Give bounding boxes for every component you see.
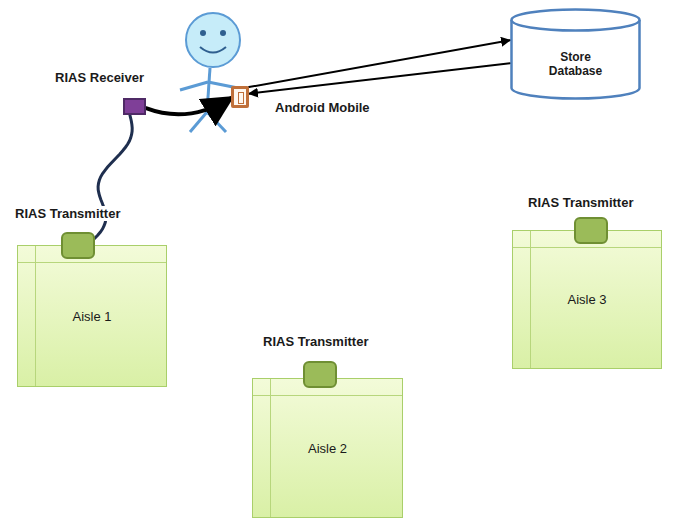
transmitter-device: [61, 232, 95, 259]
shelf-line: [253, 395, 402, 396]
mobile-phone: Android Mobile: [231, 86, 249, 108]
aisle-box: RIAS TransmitterAisle 1: [17, 245, 167, 387]
transmitter-label: RIAS Transmitter: [261, 334, 370, 349]
shelf-line: [270, 379, 271, 517]
transmitter-device: [574, 217, 608, 244]
phone-screen: [238, 92, 244, 104]
transmitter-label: RIAS Transmitter: [526, 195, 635, 210]
shelf-line: [530, 231, 531, 368]
aisle-label: Aisle 1: [72, 309, 111, 324]
aisle-box: RIAS TransmitterAisle 3: [512, 230, 662, 369]
eye: [220, 30, 226, 36]
shelf-line: [513, 247, 661, 248]
transmitter-label: RIAS Transmitter: [13, 206, 122, 221]
database-cylinder: Store Database: [510, 8, 641, 100]
wireless-signal: [88, 115, 133, 245]
transmitter-device: [303, 361, 337, 388]
aisle-label: Aisle 3: [567, 292, 606, 307]
device-label: RIAS Receiver: [53, 70, 146, 85]
leg-line: [207, 112, 226, 132]
body-line: [207, 68, 210, 112]
smile: [200, 47, 226, 53]
device-label: Android Mobile: [273, 100, 372, 115]
aisle-box: RIAS TransmitterAisle 2: [252, 378, 403, 518]
aisle-label: Aisle 2: [308, 441, 347, 456]
node-label: Store Database: [536, 50, 616, 78]
head: [186, 13, 240, 67]
shelf-line: [18, 262, 166, 263]
data-arrow: [146, 98, 231, 114]
receiver-device: RIAS Receiver: [123, 98, 146, 115]
arm-line: [180, 82, 208, 90]
data-arrow: [249, 40, 510, 87]
data-arrow: [249, 63, 510, 93]
shelf-line: [35, 246, 36, 386]
eye: [200, 30, 206, 36]
